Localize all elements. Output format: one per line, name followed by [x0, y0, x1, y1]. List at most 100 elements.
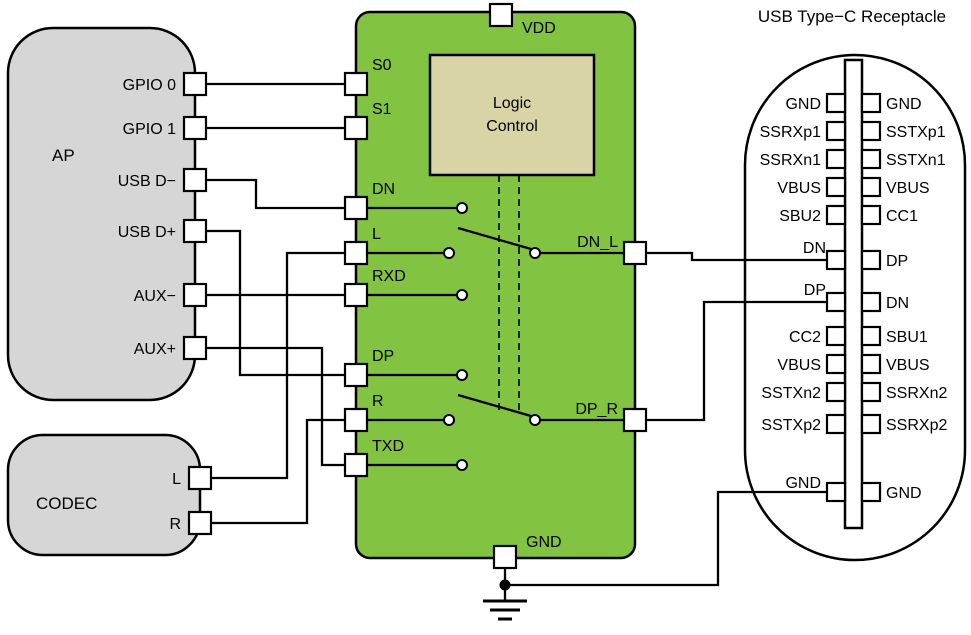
recp-pin-r7	[860, 325, 882, 347]
pin-square-codec-r	[187, 510, 213, 536]
pin-square-dp	[343, 362, 369, 388]
pin-square-gnd	[492, 544, 518, 570]
recp-pin-l9	[825, 381, 847, 403]
wire-dpr-to-receptacle-dp	[646, 300, 827, 422]
recp-pin-r3	[860, 176, 882, 198]
junction-dot	[499, 579, 511, 591]
ground-node	[483, 579, 527, 621]
switch-contact-l	[443, 247, 455, 259]
codec-body	[6, 433, 202, 557]
codec-pin-label-r: R	[169, 516, 181, 533]
pin-square-gpio1	[182, 115, 208, 141]
codec-pin-label-l: L	[172, 471, 181, 488]
pin-square-gpio0	[182, 71, 208, 97]
wire-receptacle-gnd	[505, 490, 827, 587]
pin-square-txd	[343, 452, 369, 478]
recp-label-r9: SSRXn2	[886, 385, 947, 402]
switch-contact-txd	[456, 459, 468, 471]
pin-square-dn-l	[622, 240, 648, 266]
recp-label-r6: DN	[886, 295, 909, 312]
recp-pin-r1	[860, 120, 882, 142]
switch-contact-r	[443, 414, 455, 426]
ap-pin-label-usbdm: USB D−	[118, 173, 176, 190]
ap-body	[6, 26, 197, 402]
recp-pin-l0	[825, 92, 847, 114]
recp-label-l6: DP	[804, 282, 826, 299]
recp-label-r8: VBUS	[886, 357, 930, 374]
ap-pin-label-gpio1: GPIO 1	[123, 121, 176, 138]
ic-pin-label-dp-r: DP_R	[575, 401, 618, 418]
logic-control-line2: Control	[486, 118, 538, 135]
ic-pin-label-gnd: GND	[526, 534, 562, 551]
ic-pin-label-dp: DP	[372, 348, 394, 365]
ic-pin-label-dn-l: DN_L	[577, 234, 618, 251]
switch-pole-dn-l	[529, 247, 541, 259]
pin-square-dn	[343, 195, 369, 221]
pin-square-dp-r	[622, 407, 648, 433]
pin-square-auxp	[182, 335, 208, 361]
recp-label-r5: DP	[886, 253, 908, 270]
connector-tongue	[843, 58, 864, 530]
pin-square-vdd	[488, 2, 514, 28]
pin-square-rxd	[343, 282, 369, 308]
ic-pin-label-rxd: RXD	[372, 268, 406, 285]
pin-square-usbdp	[182, 218, 208, 244]
recp-pin-r2	[860, 148, 882, 170]
ap-label: AP	[52, 146, 75, 165]
ic-pin-label-r: R	[372, 393, 384, 410]
recp-label-r11: GND	[886, 485, 922, 502]
recp-label-r4: CC1	[886, 208, 918, 225]
wire-codec-r-to-r	[211, 418, 345, 525]
recp-pin-r10	[860, 413, 882, 435]
switch-arm-lower	[457, 393, 532, 418]
wire-dnl-to-receptacle-dn	[646, 251, 827, 262]
ap-pin-label-gpio0: GPIO 0	[123, 77, 176, 94]
recp-label-l0: GND	[785, 96, 821, 113]
recp-label-r3: VBUS	[886, 180, 930, 197]
recp-label-l1: SSRXp1	[760, 124, 821, 141]
recp-pin-l4	[825, 204, 847, 226]
recp-pin-l5	[825, 249, 847, 271]
switch-contact-dp	[456, 369, 468, 381]
switch-contact-dn	[456, 202, 468, 214]
recp-label-l9: SSTXn2	[761, 385, 821, 402]
recp-label-l10: SSTXp2	[761, 417, 821, 434]
switch-contact-rxd	[456, 289, 468, 301]
ap-pin-label-auxp: AUX+	[134, 341, 176, 358]
recp-pin-l7	[825, 325, 847, 347]
ic-pin-label-txd: TXD	[372, 438, 404, 455]
recp-pin-l10	[825, 413, 847, 435]
logic-control-line1: Logic	[493, 95, 531, 112]
switch-ic-block: Logic Control	[354, 10, 637, 560]
logic-control-box	[428, 53, 596, 177]
recp-pin-r8	[860, 353, 882, 375]
recp-pin-r9	[860, 381, 882, 403]
ic-pin-label-l: L	[372, 226, 381, 243]
recp-label-r1: SSTXp1	[886, 124, 946, 141]
receptacle-title: USB Type−C Receptacle	[758, 7, 946, 26]
recp-label-l5: DN	[803, 240, 826, 257]
ic-pins: S0 S1 DN L RXD DP R TXD VDD GND DN_L DP_…	[343, 2, 648, 570]
wires	[206, 82, 827, 601]
recp-pin-r11	[860, 481, 882, 503]
pin-square-usbdm	[182, 167, 208, 193]
ap-pins: GPIO 0 GPIO 1 USB D− USB D+ AUX− AUX+	[118, 71, 208, 361]
recp-pin-r6	[860, 291, 882, 313]
recp-pin-r0	[860, 92, 882, 114]
ap-pin-label-usbdp: USB D+	[118, 224, 176, 241]
pin-square-s1	[343, 115, 369, 141]
ic-pin-label-s1: S1	[372, 101, 392, 118]
recp-pin-l11	[825, 481, 847, 503]
ap-block: AP	[6, 26, 197, 402]
recp-label-l4: SBU2	[779, 208, 821, 225]
recp-pin-l6	[825, 291, 847, 313]
wire-auxp-to-txd	[206, 346, 345, 467]
wire-usbdp-to-dp	[206, 229, 345, 377]
ic-pin-label-dn: DN	[372, 181, 395, 198]
switch-arm-upper	[457, 226, 532, 251]
pin-square-r	[343, 407, 369, 433]
pin-square-codec-l	[187, 465, 213, 491]
recp-label-l3: VBUS	[777, 180, 821, 197]
recp-pin-r5	[860, 249, 882, 271]
